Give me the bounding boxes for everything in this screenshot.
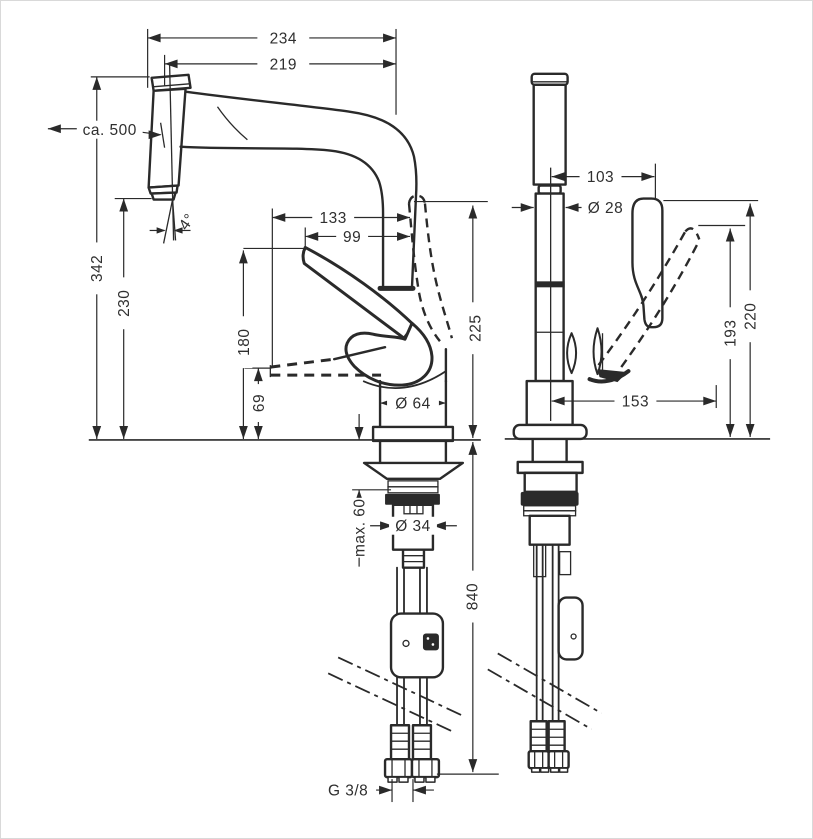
dim-thread: G 3/8 [328,783,368,800]
spray-head [147,73,192,201]
hose-nuts [383,757,441,783]
hose-nuts-front [527,749,570,773]
break-lines-front [487,652,602,731]
hoses-upper [396,566,428,617]
handle-up-position-dashed [407,194,454,342]
hoses-front [535,543,560,723]
spout [179,90,418,291]
side-view [147,62,465,783]
dim-handle-top-height: 225 [467,315,484,342]
dim-base-diameter: Ø 64 [395,396,431,413]
break-lines-side [327,656,463,733]
dim-outlet-height: 230 [116,290,133,317]
hose-connectors [389,724,433,761]
dimension-labels: 234 219 ca. 500 133 99 Ø 64 Ø 34 G 3/8 1… [76,28,760,800]
dim-handle-rear-height: 180 [236,329,253,356]
handle-front-tilted-dashed [597,227,701,380]
dim-handle-reach-front: 153 [622,394,649,411]
front-view [487,72,701,773]
dim-total-width: 234 [270,30,297,47]
dim-handle-front-height: 193 [723,320,740,347]
dim-counter-max: max. 60 [352,498,369,556]
handle-front [566,197,664,384]
dim-lever-height: 69 [251,394,268,412]
hose-weight-front [557,596,584,661]
dim-handle-reach-open: 133 [320,210,347,227]
below-counter-assembly-front [487,438,602,773]
handle-down-position-dashed [269,357,382,378]
dim-hose-length: 840 [464,583,481,610]
dim-handle-offset-front: 103 [587,169,614,186]
spray-centerline [159,62,177,244]
dim-spout-reach: 219 [270,56,297,73]
below-counter-assembly-side [327,439,465,783]
dim-shank-diameter: Ø 34 [395,518,431,535]
hose-weight [389,612,445,679]
handle-side [301,245,434,387]
dim-handle-front-height-max: 220 [743,303,760,330]
hose-connectors-front [529,720,566,753]
base-column [362,347,455,443]
dim-total-height: 342 [89,255,106,282]
dim-handle-reach: 99 [343,229,361,246]
dim-body-diameter: Ø 28 [588,200,624,217]
dim-pullout-hose: ca. 500 [83,122,137,139]
